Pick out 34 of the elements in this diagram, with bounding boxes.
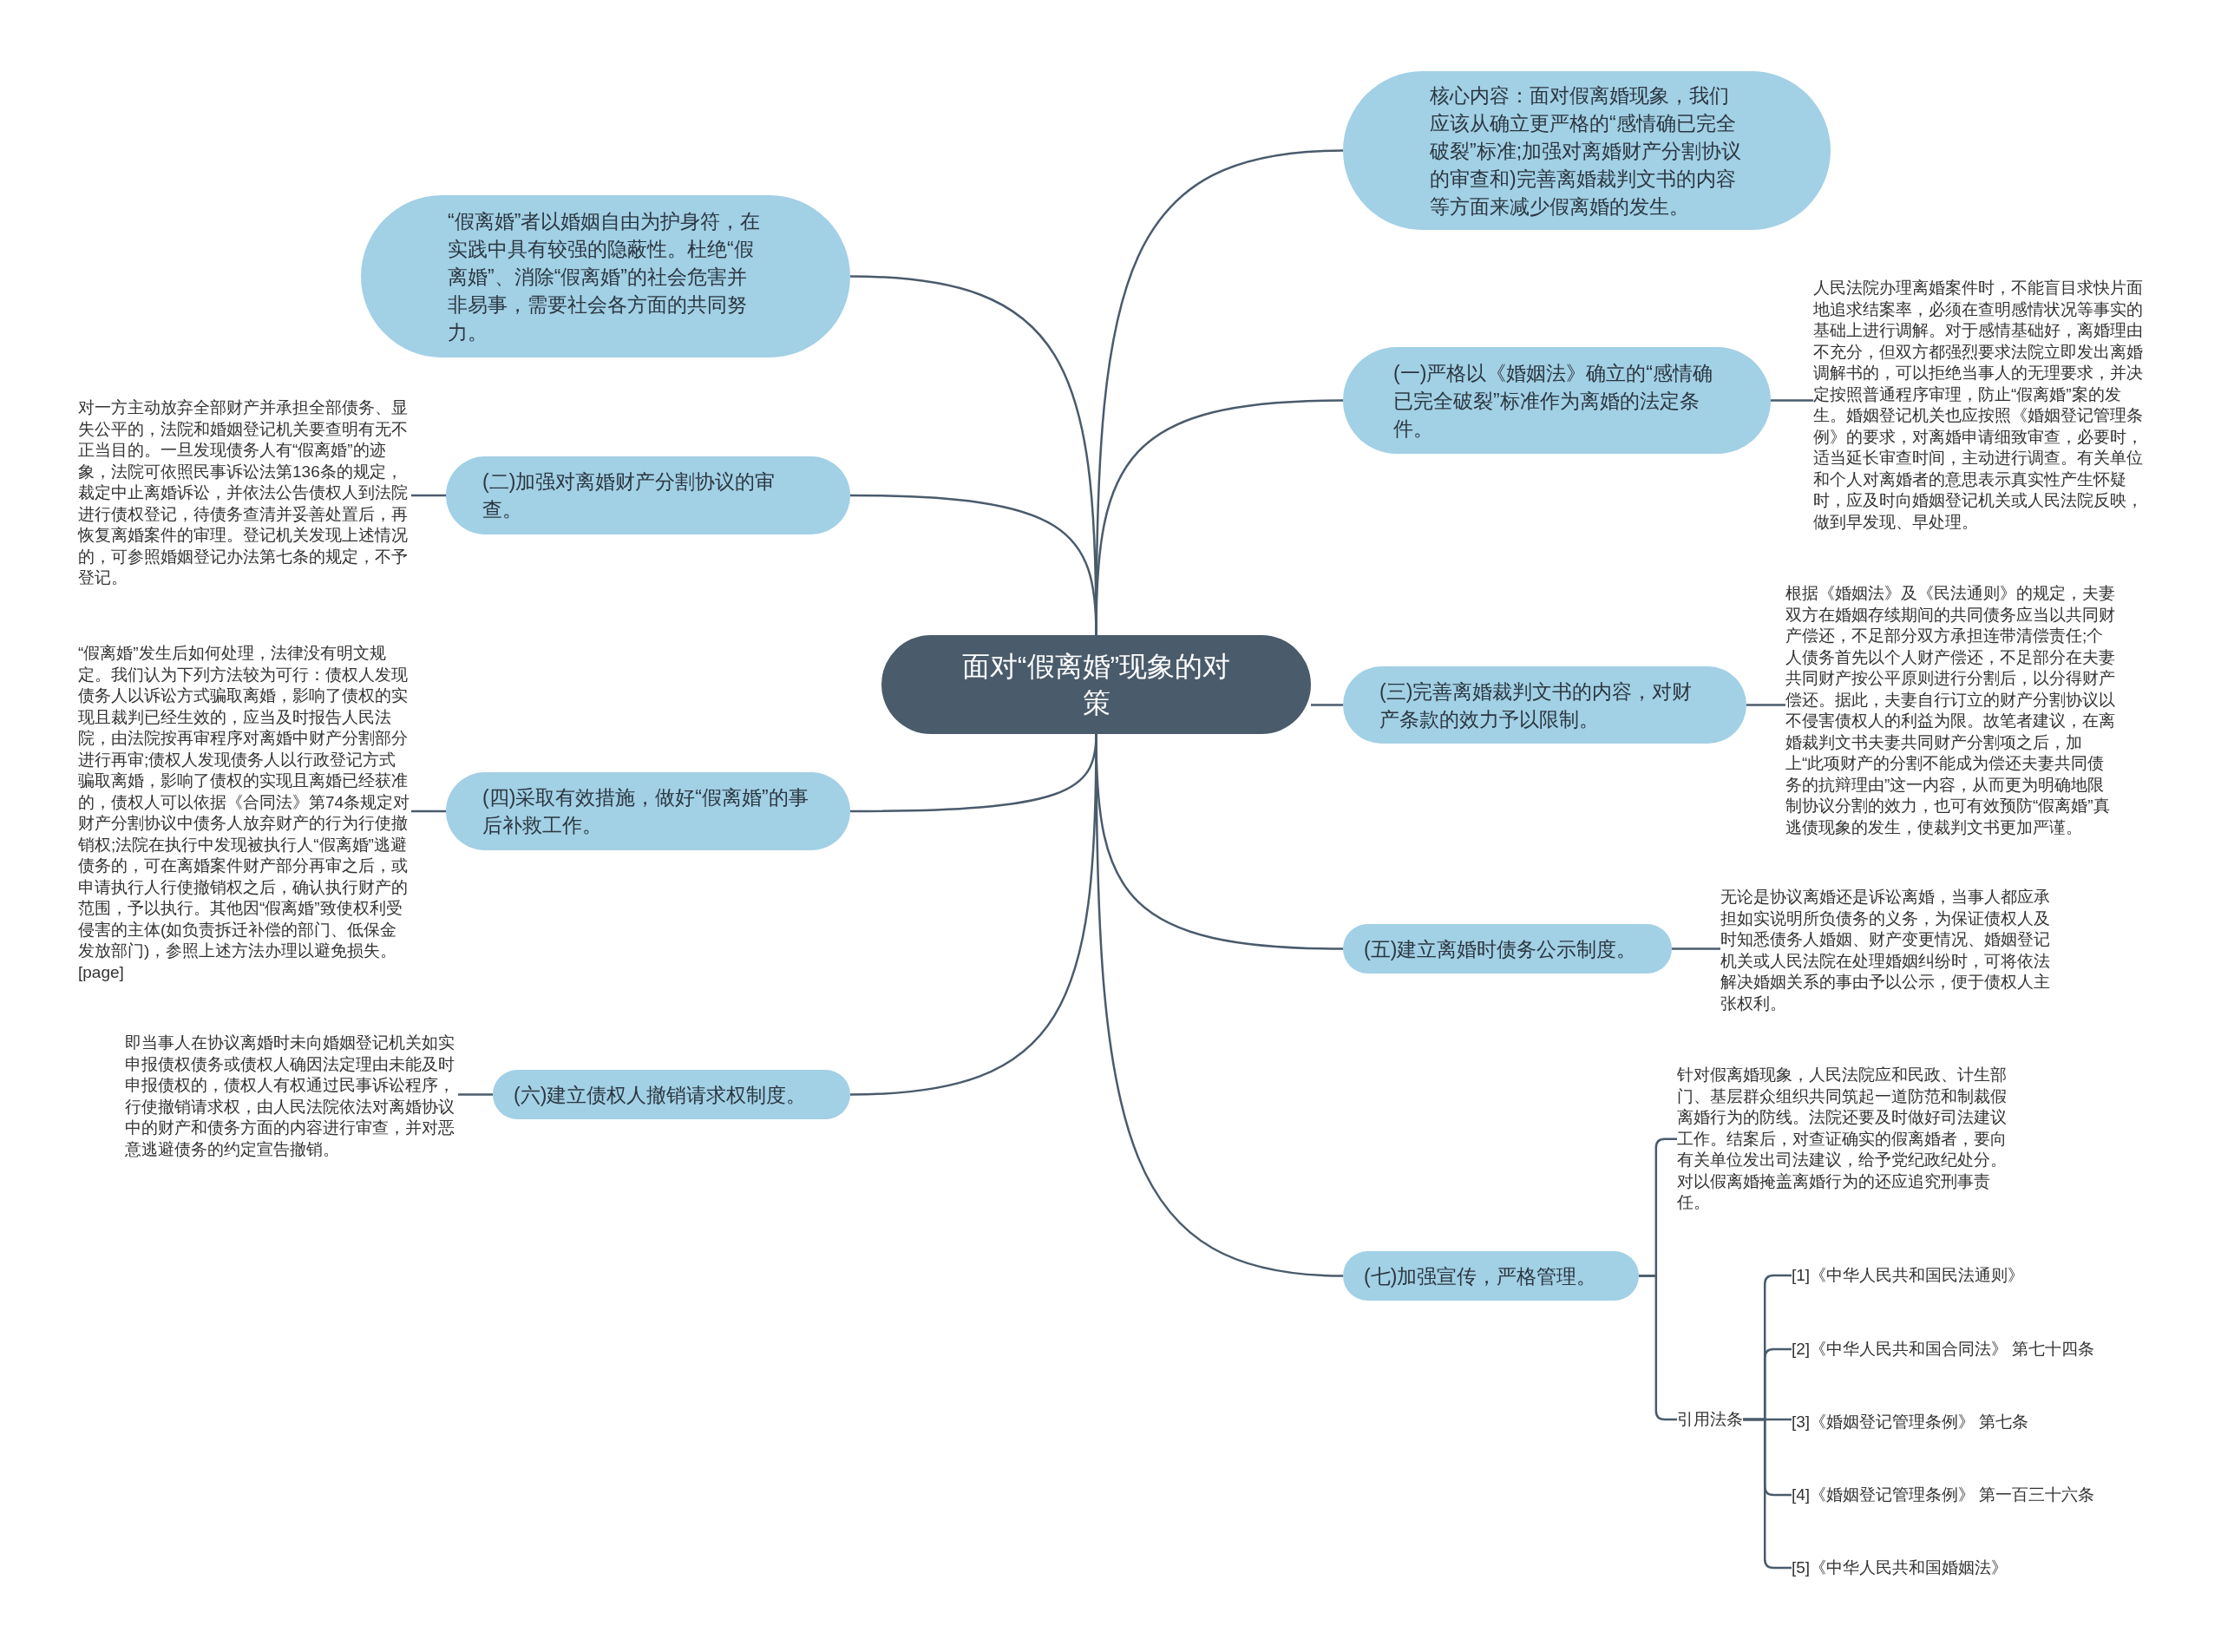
citation-text: [2]《中华人民共和国合同法》 第七十四条 — [1792, 1338, 2095, 1360]
connector-line — [411, 810, 446, 813]
connector-line — [411, 494, 446, 497]
note-text: 即当事人在协议离婚时未向婚姻登记机关如实申报债权债务或债权人确因法定理由未能及时申报债权的，债权人有权通过民事诉讼程序，行使撤销请求权，由人民法院依法对离婚协议中的财产和债务方面的内容进行审查，并对恶意逃避债务的约定宣告撤销。 — [125, 1032, 458, 1160]
citation-text: [3]《婚姻登记管理条例》 第七条 — [1792, 1411, 2029, 1433]
note-text: 人民法院办理离婚案件时，不能盲目求快片面地追求结案率，必须在查明感情状况等事实的基础上进行调解。对于感情基础好，离婚理由不充分，但双方都强烈要求法院立即发出离婚调解书的，可以拒绝当事人的无理要求，并决定按照普通程序审理，防止“假离婚”案的发生。婚姻登记机关也应按照《婚姻登记管理条例》的要求，对离婚申请细致审查，必要时，适当延长审查时间，主动进行调查。有关单位和个人对离婚者的意思表示真实性产生怀疑时，应及时向婚姻登记机关或人民法院反映，做到早发现、早处理。 — [1813, 278, 2146, 533]
connector-line — [458, 1093, 493, 1096]
connector-line — [1311, 704, 1343, 706]
topic-text: (三)完善离婚裁判文书的内容，对财产条款的效力予以限制。 — [1379, 678, 1694, 732]
connector-line — [850, 494, 1097, 636]
topic-text: (四)采取有效措施，做好“假离婚”的事后补救工作。 — [482, 785, 809, 838]
topic-pill — [493, 1070, 850, 1119]
topic-text: (五)建立离婚时债务公示制度。 — [1364, 936, 1638, 962]
citation-text: [4]《婚姻登记管理条例》 第一百三十六条 — [1792, 1484, 2095, 1506]
connector-line — [1746, 704, 1785, 706]
topic-pill — [1343, 924, 1672, 974]
note-text: 根据《婚姻法》及《民法通则》的规定，夫妻双方在婚姻存续期间的共同债务应当以共同财产偿还，不足部分双方承担连带清偿责任;个人债务首先以个人财产偿还，不足部分在夫妻共同财产按公平原则进行分割后，以分得财产偿还。据此，夫妻自行订立的财产分割协议以不侵害债权人的利益为限。故笔者建议，在离婚裁判文书夫妻共同财产分割项之后，加上“此项财产的分割不能成为偿还夫妻共同债务的抗辩理由”这一内容，从而更为明确地限制协议分割的效力，也可有效预防“假离婚”真逃债现象的发生，使裁判文书更加严谨。 — [1785, 583, 2119, 838]
note-text: 针对假离婚现象，人民法院应和民政、计生部门、基层群众组织共同筑起一道防范和制裁假离婚行为的防线。法院还要及时做好司法建议工作。结案后，对查证确实的假离婚者，要向有关单位发出司法建议，给予党纪政纪处分。对以假离婚掩盖离婚行为的还应追究刑事责任。 — [1677, 1065, 2010, 1214]
connector-line — [1672, 947, 1720, 950]
topic-text: (一)严格以《婚姻法》确立的“感情确已完全破裂”标准作为离婚的法定条件。 — [1393, 360, 1713, 442]
branch-label: 引用法条 — [1677, 1408, 1743, 1431]
citation-text: [1]《中华人民共和国民法通则》 — [1792, 1264, 2025, 1287]
topic-text: (七)加强宣传，严格管理。 — [1364, 1263, 1598, 1289]
note-text: “假离婚”发生后如何处理，法律没有明文规定。我们认为下列方法较为可行：债权人发现债务人以诉讼方式骗取离婚，影响了债权的实现且裁判已经生效的，应当及时报告人民法院，由法院按再审程序对离婚中财产分割部分进行再审;债权人发现债务人以行政登记方式骗取离婚，影响了债权的实现且离婚已经获准的，债权人可以依据《合同法》第74条规定对财产分割协议中债务人放弃财产的行为行使撤销权;法院在执行中发现被执行人“假离婚”逃避债务的，可在离婚案件财产部分再审之后，或申请执行人行使撤销权之后，确认执行财产的范围，予以执行。其他因“假离婚”致使权利受侵害的主体(如负责拆迁补偿的部门、低保金发放部门)，参照上述方法办理以避免损失。[page] — [78, 643, 411, 983]
topic-text: (六)建立债权人撤销请求权制度。 — [514, 1082, 808, 1108]
topic-pill — [1343, 1251, 1639, 1301]
central-topic-text: 面对“假离婚”现象的对策 — [960, 650, 1232, 720]
topic-text: (二)加强对离婚财产分割协议的审查。 — [482, 469, 776, 522]
note-text: 无论是协议离婚还是诉讼离婚，当事人都应承担如实说明所负债务的义务，为保证债权人及时知悉债务人婚姻、财产变更情况、婚姻登记机关或人民法院在处理婚姻纠纷时，可将依法解决婚姻关系的事由予以公示，便于债权人主张权利。 — [1720, 887, 2054, 1014]
citation-text: [5]《中华人民共和国婚姻法》 — [1792, 1557, 2008, 1579]
topic-text: “假离婚”者以婚姻自由为护身符，在实践中具有较强的隐蔽性。杜绝“假离婚”、消除“假离婚”的社会危害并非易事，需要社会各方面的共同努力。 — [448, 208, 762, 345]
note-text: 对一方主动放弃全部财产并承担全部债务、显失公平的，法院和婚姻登记机关要查明有无不正当目的。一旦发现债务人有“假离婚”的迹象，法院可依照民事诉讼法第136条的规定，裁定中止离婚诉讼，并依法公告债权人到法院进行债权登记，待债务查清并妥善处置后，再恢复离婚案件的审理。登记机关发现上述情况的，可参照婚姻登记办法第七条的规定，不予登记。 — [78, 397, 411, 589]
connector-line — [1771, 399, 1813, 402]
topic-text: 核心内容：面对假离婚现象，我们应该从确立更严格的“感情确已完全破裂”标准;加强对离婚财产分割协议的审查和)完善离婚裁判文书的内容等方面来减少假离婚的发生。 — [1430, 82, 1743, 220]
